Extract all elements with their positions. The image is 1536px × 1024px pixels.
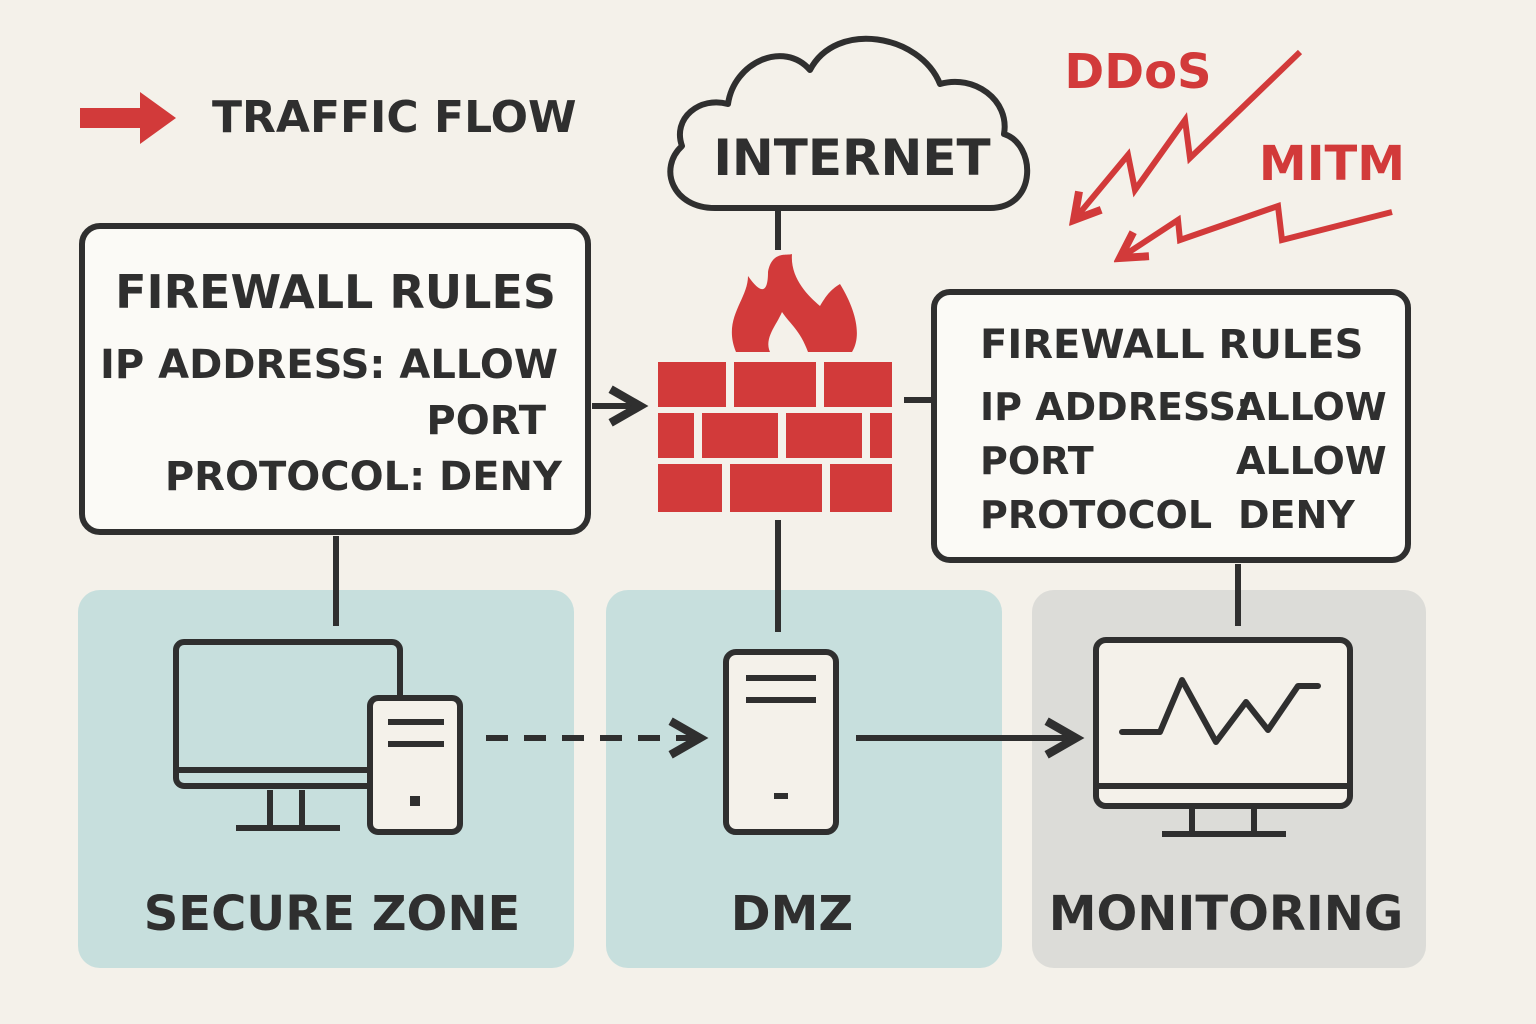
desktop-computer-icon xyxy=(173,639,463,835)
rules-right-protocol-key: PROTOCOL xyxy=(980,493,1212,537)
rules-right-title: FIREWALL RULES xyxy=(980,322,1363,368)
legend-label: TRAFFIC FLOW xyxy=(212,92,577,143)
zone-label-secure: SECURE ZONE xyxy=(144,886,521,942)
mitm-lightning-arrow-icon xyxy=(1120,201,1393,258)
red-arrow-icon xyxy=(80,92,176,144)
monitor-chart-icon xyxy=(1093,637,1353,837)
internet-cloud: INTERNET xyxy=(667,35,1031,211)
rules-left-line-protocol: PROTOCOL: DENY xyxy=(165,454,563,500)
threats: DDoS MITM xyxy=(1064,44,1405,258)
ddos-label: DDoS xyxy=(1064,44,1211,100)
rules-right-protocol-value: DENY xyxy=(1238,493,1355,537)
rules-right-ip-value: ALLOW xyxy=(1236,385,1387,429)
rules-box-right: FIREWALL RULES IP ADDRESS: ALLOW PORT AL… xyxy=(931,289,1411,563)
rules-left-line-ip: IP ADDRESS: ALLOW xyxy=(100,342,558,388)
zone-label-monitoring: MONITORING xyxy=(1049,886,1404,942)
rules-right-port-value: ALLOW xyxy=(1236,439,1387,483)
mitm-label: MITM xyxy=(1259,136,1405,192)
cloud-icon xyxy=(667,35,1031,211)
legend: TRAFFIC FLOW xyxy=(80,92,577,144)
ddos-lightning-arrow-icon xyxy=(1074,49,1303,220)
rules-left-title: FIREWALL RULES xyxy=(115,265,556,319)
rules-box-left: FIREWALL RULES IP ADDRESS: ALLOW PORT PR… xyxy=(79,223,591,535)
server-tower-icon xyxy=(723,649,839,835)
brick-wall-icon xyxy=(658,362,892,512)
rules-right-ip-key: IP ADDRESS: xyxy=(980,385,1251,429)
zone-label-dmz: DMZ xyxy=(731,886,853,942)
rules-left-line-port: PORT xyxy=(426,398,546,444)
flame-icon xyxy=(731,254,857,352)
firewall xyxy=(658,254,892,512)
internet-label: INTERNET xyxy=(713,129,990,187)
rules-right-port-key: PORT xyxy=(980,439,1094,483)
